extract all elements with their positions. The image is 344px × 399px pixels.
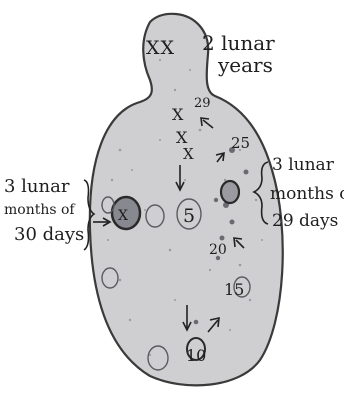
- x-mark: X: [172, 105, 184, 124]
- annotation-right-line-3: 29 days: [272, 211, 338, 231]
- annotation-left-line-1: 3 lunar: [4, 176, 70, 197]
- day-number-29: 29: [194, 96, 211, 111]
- day-number-10: 10: [186, 346, 206, 365]
- annotation-right-line-1: 3 lunar: [272, 155, 335, 175]
- annotation-top-right-line-1: 2 lunar: [202, 31, 275, 55]
- x-mark: X: [118, 208, 128, 224]
- x-mark: X: [183, 145, 194, 163]
- annotation-right-line-2: months of: [270, 184, 344, 204]
- day-number-20: 20: [209, 242, 227, 258]
- day-number-5: 5: [183, 205, 195, 227]
- annotation-top-right-line-2: years: [217, 53, 273, 77]
- top-x-marks: XX: [146, 37, 175, 59]
- day-number-15: 15: [224, 280, 244, 299]
- annotation-left-line-3: 30 days: [14, 224, 84, 245]
- day-number-25: 25: [231, 134, 250, 152]
- annotation-left-line-2: months of: [4, 202, 76, 218]
